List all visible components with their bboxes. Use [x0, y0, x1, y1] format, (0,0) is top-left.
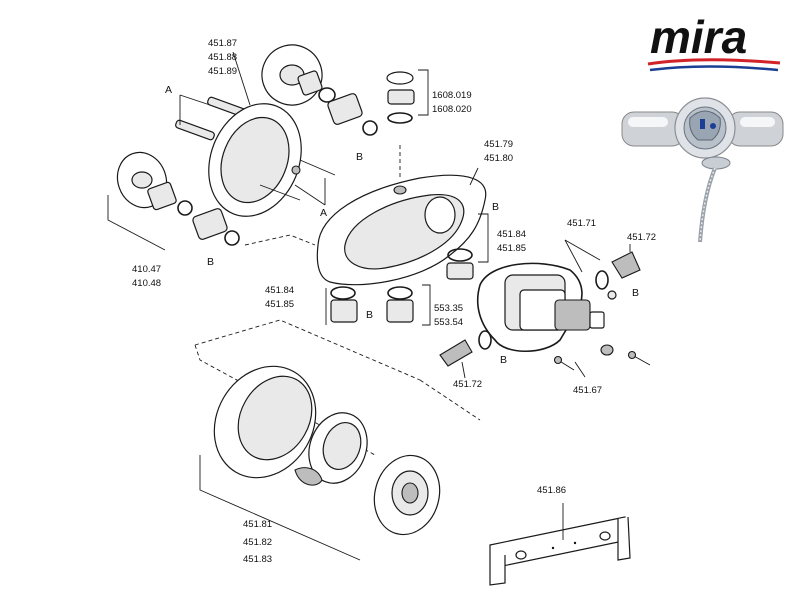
faceplate-label-2: 451.88: [208, 52, 237, 63]
mira-logo: mira: [647, 11, 781, 72]
check-valve-label-2: 553.54: [434, 317, 463, 328]
filter-top-label: 451.72: [627, 232, 656, 243]
inlet-label-2: 410.48: [132, 278, 161, 289]
filter-top: 451.72 B: [595, 232, 656, 300]
upper-inlet-group: [261, 44, 378, 136]
wall-anchors: A: [165, 84, 247, 141]
screw-label: 451.67: [573, 385, 602, 396]
mounting-bracket: 451.86: [489, 485, 631, 586]
check-valve-label-1: 553.35: [434, 303, 463, 314]
seal-left-label-1: 451.84: [265, 285, 294, 296]
cartridge-label: 451.71: [567, 218, 596, 229]
body-label-2: 451.80: [484, 153, 513, 164]
logo-wave-blue: [649, 65, 779, 72]
logo-wave-red: [647, 58, 781, 66]
callout-b-left: B: [207, 256, 214, 268]
knob-label-1: 451.81: [243, 519, 272, 530]
valve-body: 451.79 451.80: [316, 139, 513, 286]
seal-right-label-2: 451.85: [497, 243, 526, 254]
callout-a-top: A: [165, 84, 172, 96]
callout-b-filter-top: B: [632, 287, 639, 299]
wall-faceplate: 451.87 451.88 451.89: [208, 38, 302, 217]
filter-bottom: 451.72 B: [439, 330, 507, 390]
seal-left-label-2: 451.85: [265, 299, 294, 310]
callout-b-filter-bottom: B: [500, 354, 507, 366]
inlet-label-1: 410.47: [132, 264, 161, 275]
cap-label-1: 1608.019: [432, 90, 472, 101]
callout-a-bottom: A: [320, 207, 327, 219]
knob-label-3: 451.83: [243, 554, 272, 565]
spindle-screws: 451.67: [553, 350, 651, 396]
control-knob-set: 451.81 451.82 451.83: [199, 365, 441, 565]
faceplate-label-3: 451.89: [208, 66, 237, 77]
callout-b-top: B: [356, 151, 363, 163]
faceplate-label-1: 451.87: [208, 38, 237, 49]
callout-b-right: B: [492, 201, 499, 213]
fixing-screws: A: [259, 159, 336, 219]
knob-label-2: 451.82: [243, 537, 272, 548]
filter-bottom-label: 451.72: [453, 379, 482, 390]
cap-label-2: 1608.020: [432, 104, 472, 115]
callout-b-mid: B: [366, 309, 373, 321]
shower-valve-photo: [621, 97, 784, 243]
bracket-label: 451.86: [537, 485, 566, 496]
top-cap-group: 1608.019 1608.020 B: [356, 69, 472, 163]
body-label-1: 451.79: [484, 139, 513, 150]
lower-seal-group: 451.84 451.85 B 553.35 553.54: [265, 284, 463, 328]
logo-wordmark: mira: [650, 11, 747, 63]
guide-lines: [194, 145, 481, 456]
thermostatic-cartridge: 451.71: [476, 218, 614, 356]
right-seal-group: B 451.84 451.85: [446, 201, 526, 280]
lower-inlet-group: 410.47 410.48 B: [107, 151, 240, 289]
seal-right-label-1: 451.84: [497, 229, 526, 240]
